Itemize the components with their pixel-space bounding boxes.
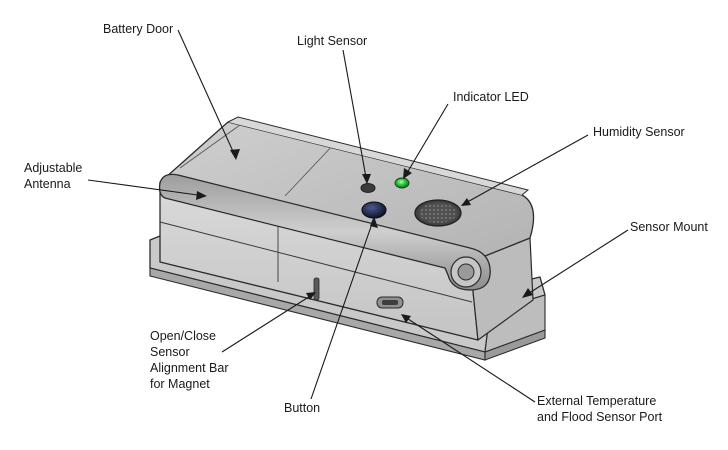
alignment-bar-slot xyxy=(314,278,319,300)
battery-door-text: Battery Door xyxy=(103,21,173,37)
button-text: Button xyxy=(284,400,320,416)
device-button xyxy=(362,202,386,218)
indicator-led-text: Indicator LED xyxy=(453,89,529,105)
humidity-sensor-grille xyxy=(415,200,461,226)
leader-sensor-mount xyxy=(523,230,628,297)
label-alignment-bar: Open/Close Sensor Alignment Bar for Magn… xyxy=(150,328,229,392)
alignment-bar-line3: Alignment Bar xyxy=(150,360,229,376)
adjustable-antenna-line2: Antenna xyxy=(24,176,82,192)
adjustable-antenna-line1: Adjustable xyxy=(24,160,82,176)
external-sensor-port xyxy=(377,297,403,308)
alignment-bar-line4: for Magnet xyxy=(150,376,229,392)
label-indicator-led: Indicator LED xyxy=(453,89,529,105)
external-port-line1: External Temperature xyxy=(537,393,662,409)
indicator-led xyxy=(395,178,409,188)
leader-battery-door xyxy=(178,30,236,158)
light-sensor-text: Light Sensor xyxy=(297,33,367,49)
alignment-bar-line2: Sensor xyxy=(150,344,229,360)
label-button: Button xyxy=(284,400,320,416)
label-external-port: External Temperature and Flood Sensor Po… xyxy=(537,393,662,425)
humidity-sensor-text: Humidity Sensor xyxy=(593,124,685,140)
alignment-bar-line1: Open/Close xyxy=(150,328,229,344)
label-light-sensor: Light Sensor xyxy=(297,33,367,49)
label-adjustable-antenna: Adjustable Antenna xyxy=(24,160,82,192)
leader-humidity-sensor xyxy=(462,135,588,205)
light-sensor xyxy=(361,184,375,193)
label-battery-door: Battery Door xyxy=(103,21,173,37)
label-sensor-mount: Sensor Mount xyxy=(630,219,708,235)
external-port-line2: and Flood Sensor Port xyxy=(537,409,662,425)
sensor-mount-text: Sensor Mount xyxy=(630,219,708,235)
label-humidity-sensor: Humidity Sensor xyxy=(593,124,685,140)
